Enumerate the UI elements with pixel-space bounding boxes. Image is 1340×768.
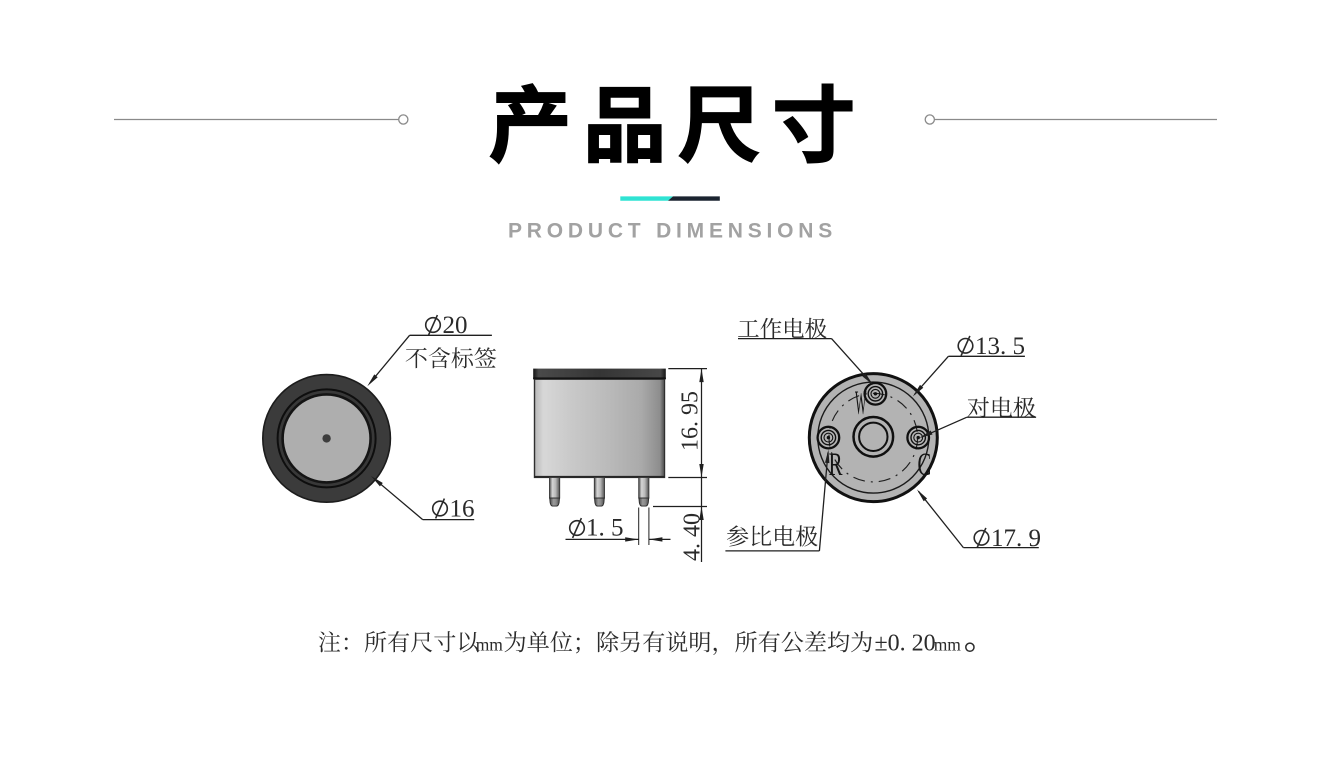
svg-text:PRODUCT DIMENSIONS: PRODUCT DIMENSIONS [508, 220, 837, 243]
svg-text:1. 5: 1. 5 [586, 515, 624, 542]
svg-text:mm: mm [934, 635, 962, 655]
svg-text:20: 20 [443, 312, 468, 339]
svg-text:W: W [855, 383, 867, 422]
svg-text:mm: mm [476, 635, 504, 655]
svg-text:C: C [918, 446, 932, 482]
svg-text:16. 95: 16. 95 [677, 391, 703, 451]
svg-text:4. 40: 4. 40 [679, 513, 705, 561]
svg-text:13. 5: 13. 5 [975, 333, 1025, 360]
svg-text:R: R [829, 445, 843, 482]
svg-text:±0. 20: ±0. 20 [875, 631, 936, 657]
svg-text:16: 16 [450, 496, 475, 523]
